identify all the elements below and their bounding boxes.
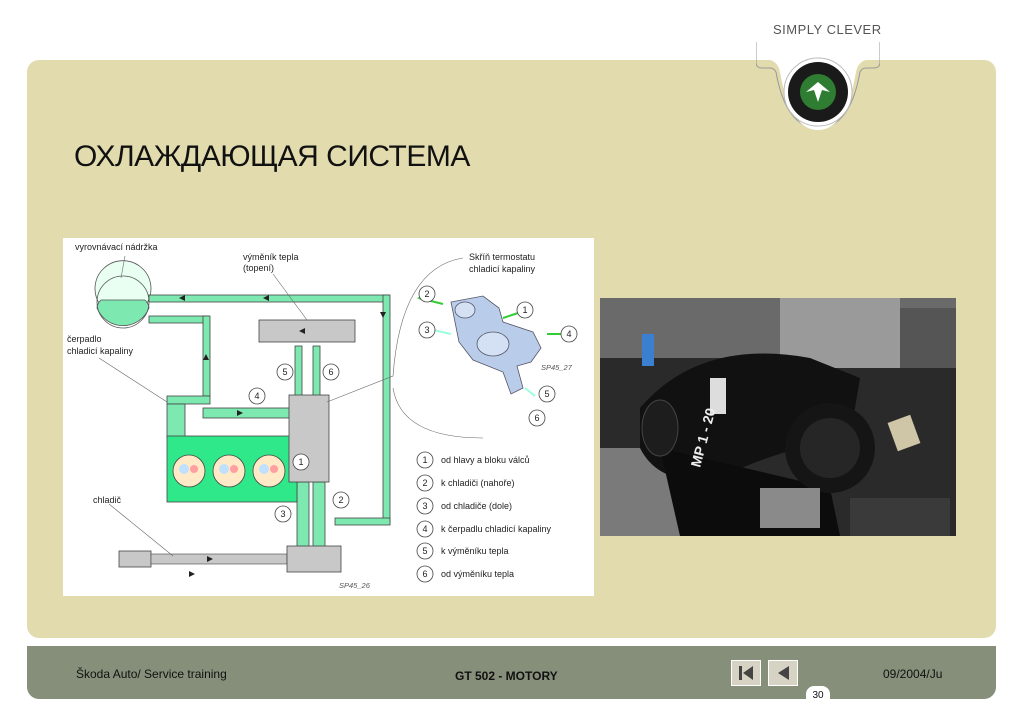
label-heat-exchanger: výměník tepla: [243, 252, 299, 262]
svg-text:3: 3: [422, 501, 427, 511]
legend-item: od výměníku tepla: [441, 569, 514, 579]
svg-text:6: 6: [328, 367, 333, 377]
svg-text:4: 4: [422, 524, 427, 534]
svg-text:5: 5: [422, 546, 427, 556]
previous-page-button[interactable]: [768, 660, 798, 686]
cooling-diagram: vyrovnávací nádržka výměník tepla (topen…: [63, 238, 594, 596]
svg-text:2: 2: [338, 495, 343, 505]
svg-text:6: 6: [534, 413, 539, 423]
diagram-markers: 4 5 6 1 2 3 2 3 1 4 5 6: [248, 285, 578, 523]
skoda-logo-icon: [756, 42, 880, 130]
engine-photo: MP 1 - 20: [600, 298, 956, 536]
label-thermostat-sub: chladicí kapaliny: [469, 264, 536, 274]
heat-exchanger: [258, 319, 356, 343]
page-number: 30: [806, 686, 830, 706]
label-thermostat: Skříň termostatu: [469, 252, 535, 262]
brand-tagline: SIMPLY CLEVER: [773, 22, 882, 37]
svg-text:1: 1: [422, 455, 427, 465]
figure-code-1: SP45_27: [541, 363, 573, 372]
legend-item: k výměníku tepla: [441, 546, 509, 556]
first-page-button[interactable]: [731, 660, 761, 686]
legend-item: k chladiči (nahoře): [441, 478, 515, 488]
svg-text:1: 1: [298, 457, 303, 467]
expansion-tank: [94, 260, 152, 329]
label-pump-sub: chladicí kapaliny: [67, 346, 134, 356]
svg-text:2: 2: [424, 289, 429, 299]
label-heat-exchanger-sub: (topení): [243, 263, 274, 273]
legend-item: k čerpadlu chladicí kapaliny: [441, 524, 552, 534]
label-tank: vyrovnávací nádržka: [75, 242, 158, 252]
svg-text:4: 4: [566, 329, 571, 339]
legend-item: od chladiče (dole): [441, 501, 512, 511]
thermostat-detail: [417, 294, 561, 397]
svg-text:5: 5: [544, 389, 549, 399]
footer-center: GT 502 - MOTORY: [455, 669, 558, 683]
flow-arrows: [179, 295, 386, 577]
svg-text:6: 6: [422, 569, 427, 579]
legend-item: od hlavy a bloku válců: [441, 455, 530, 465]
label-cooler: chladič: [93, 495, 122, 505]
footer-left: Škoda Auto/ Service training: [76, 667, 227, 681]
footer-bar: [27, 646, 996, 699]
svg-text:3: 3: [280, 509, 285, 519]
engine-block: [166, 435, 298, 503]
thermostat-housing: [288, 394, 330, 483]
svg-text:5: 5: [282, 367, 287, 377]
leader-lines: [98, 255, 484, 557]
previous-page-icon: [778, 666, 789, 680]
figure-code-2: SP45_26: [339, 581, 371, 590]
label-pump: čerpadlo: [67, 334, 102, 344]
svg-text:4: 4: [254, 391, 259, 401]
radiator: [118, 545, 342, 573]
first-page-icon: [739, 666, 753, 680]
diagram-legend: 1 od hlavy a bloku válců 2 k chladiči (n…: [416, 451, 552, 583]
svg-text:3: 3: [424, 325, 429, 335]
svg-text:2: 2: [422, 478, 427, 488]
page-title: ОХЛАЖДАЮЩАЯ СИСТЕМА: [74, 140, 470, 173]
footer-right: 09/2004/Ju: [883, 667, 943, 681]
svg-text:1: 1: [522, 305, 527, 315]
